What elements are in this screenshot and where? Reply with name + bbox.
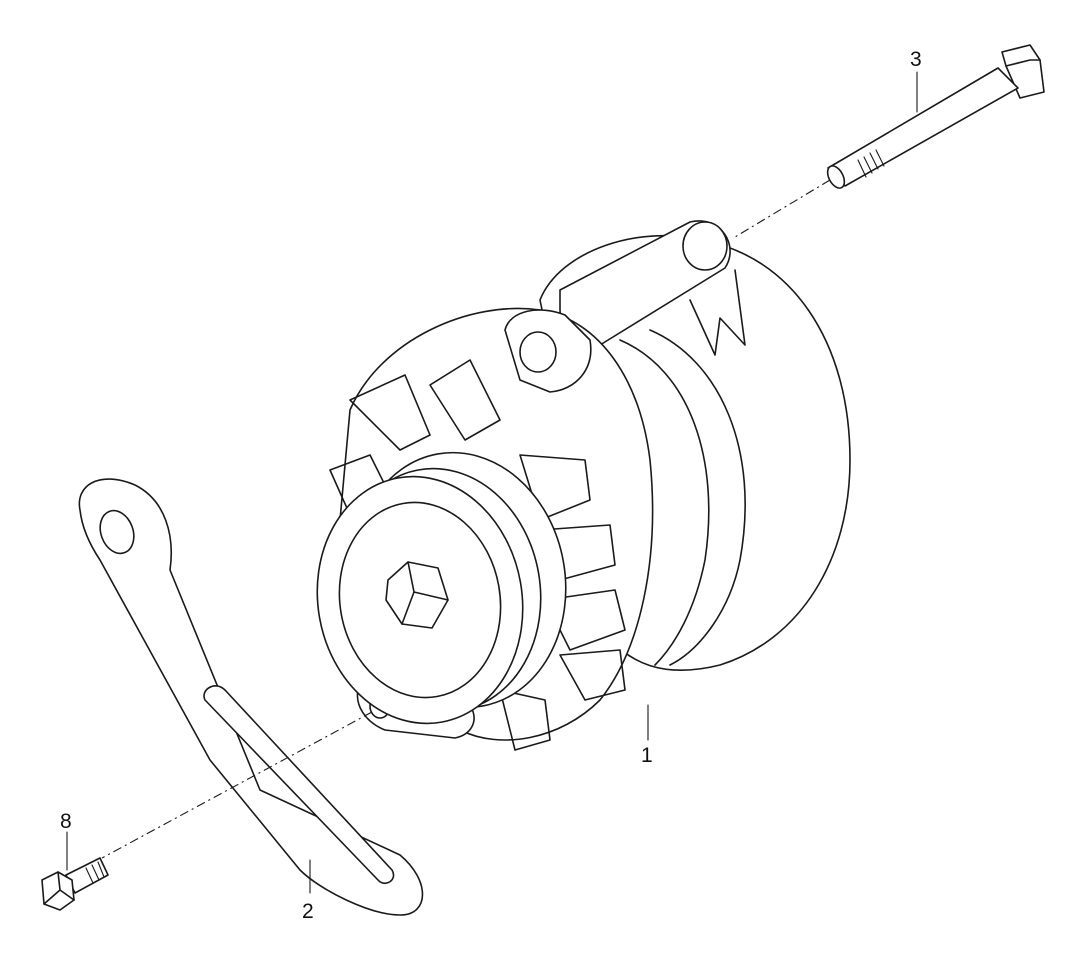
short-bolt (41, 857, 109, 911)
callout-3: 3 (910, 48, 922, 71)
fan-blade (544, 589, 626, 651)
fan-blade (349, 374, 431, 451)
housing-seam-2 (619, 339, 710, 666)
bolt-head-edge (1005, 59, 1041, 67)
fan-blade (499, 689, 551, 751)
callouts: 3 1 2 8 (60, 48, 922, 923)
bracket-slot (203, 685, 395, 885)
bracket (78, 478, 424, 916)
bracket-body (78, 478, 424, 916)
bolt-thread (857, 149, 885, 178)
bolt-shank (827, 67, 1019, 187)
fan-blade (559, 649, 626, 701)
housing-seam (649, 329, 746, 666)
long-bolt (734, 44, 1045, 238)
bolt-tip (826, 165, 846, 189)
mount-rib (689, 269, 746, 356)
bracket-hole (99, 509, 135, 555)
short-bolt-head-edge (43, 871, 75, 905)
pulley-face (338, 501, 502, 699)
alternator (316, 220, 851, 751)
axis-line-bottom (101, 711, 373, 859)
top-mount-hole-ring (682, 221, 728, 271)
fan-blade (429, 359, 501, 441)
callout-1: 1 (641, 744, 653, 767)
callout-2: 2 (302, 900, 314, 923)
axis-line-top (734, 179, 831, 238)
pulley-nut (385, 561, 449, 629)
front-ear-hole (519, 331, 557, 373)
callout-8: 8 (60, 810, 72, 833)
short-bolt-thread (85, 861, 105, 884)
pulley-nut-edge (401, 561, 449, 625)
